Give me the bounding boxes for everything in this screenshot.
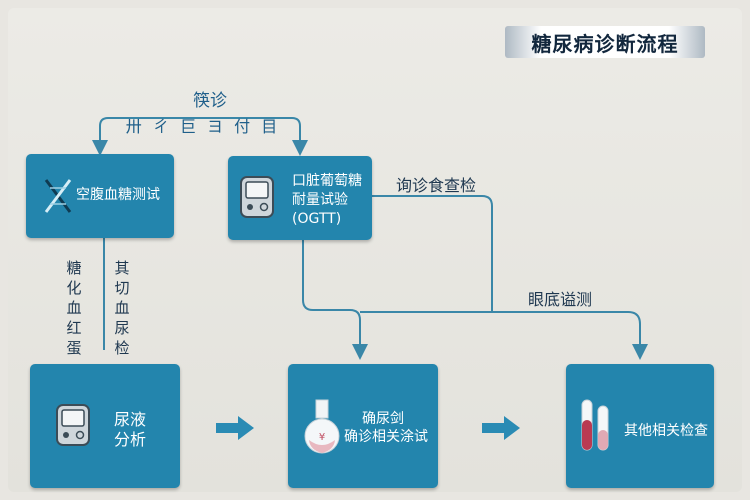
top-strike-text: 卅 ㄔ 巨 ヨ 付 目	[125, 117, 281, 136]
dna-x-icon	[40, 176, 76, 220]
card-ogtt-line-2: 耐量试验	[292, 192, 348, 208]
card-ogtt[interactable]: 口脏葡萄糖 耐量试验 (OGTT)	[228, 156, 372, 240]
card-confirm-line-1: 确尿剑	[362, 411, 404, 427]
card-urine-analysis[interactable]: 尿液 分析	[30, 364, 180, 488]
flow-label-fundus: 眼底谥测	[528, 290, 593, 309]
top-label: 筷诊	[193, 91, 227, 111]
card-confirm-line-2: 确诊相关涂试	[344, 429, 428, 445]
svg-text:¥: ¥	[319, 432, 325, 443]
card-ogtt-line-1: 口脏葡萄糖	[292, 173, 362, 189]
card-other-label: 其他相关检查	[624, 423, 708, 439]
side-label-left: 糖 化 血 红 蛋	[66, 259, 82, 357]
card-confirm-tests[interactable]: ¥ 确尿剑 确诊相关涂试	[288, 364, 438, 488]
card-other-tests[interactable]: 其他相关检查	[566, 364, 714, 488]
test-tubes-icon	[576, 396, 616, 460]
side-label-right: 其 切 血 尿 检	[114, 259, 130, 357]
glucose-meter-icon	[56, 404, 90, 450]
flask-icon: ¥	[302, 398, 342, 460]
page-title: 糖尿病诊断流程	[505, 26, 705, 58]
flow-label-diet: 询诊食查检	[396, 176, 477, 195]
card-fasting-label: 空腹血糖测试	[76, 187, 160, 203]
card-urine-line-1: 尿液	[114, 410, 147, 429]
arrow-right-2	[482, 416, 520, 440]
arrow-right-1	[216, 416, 254, 440]
card-ogtt-line-3: (OGTT)	[292, 211, 342, 227]
glucose-meter-icon	[240, 176, 274, 222]
card-urine-line-2: 分析	[114, 430, 147, 449]
card-fasting-glucose[interactable]: 空腹血糖测试	[26, 154, 174, 238]
